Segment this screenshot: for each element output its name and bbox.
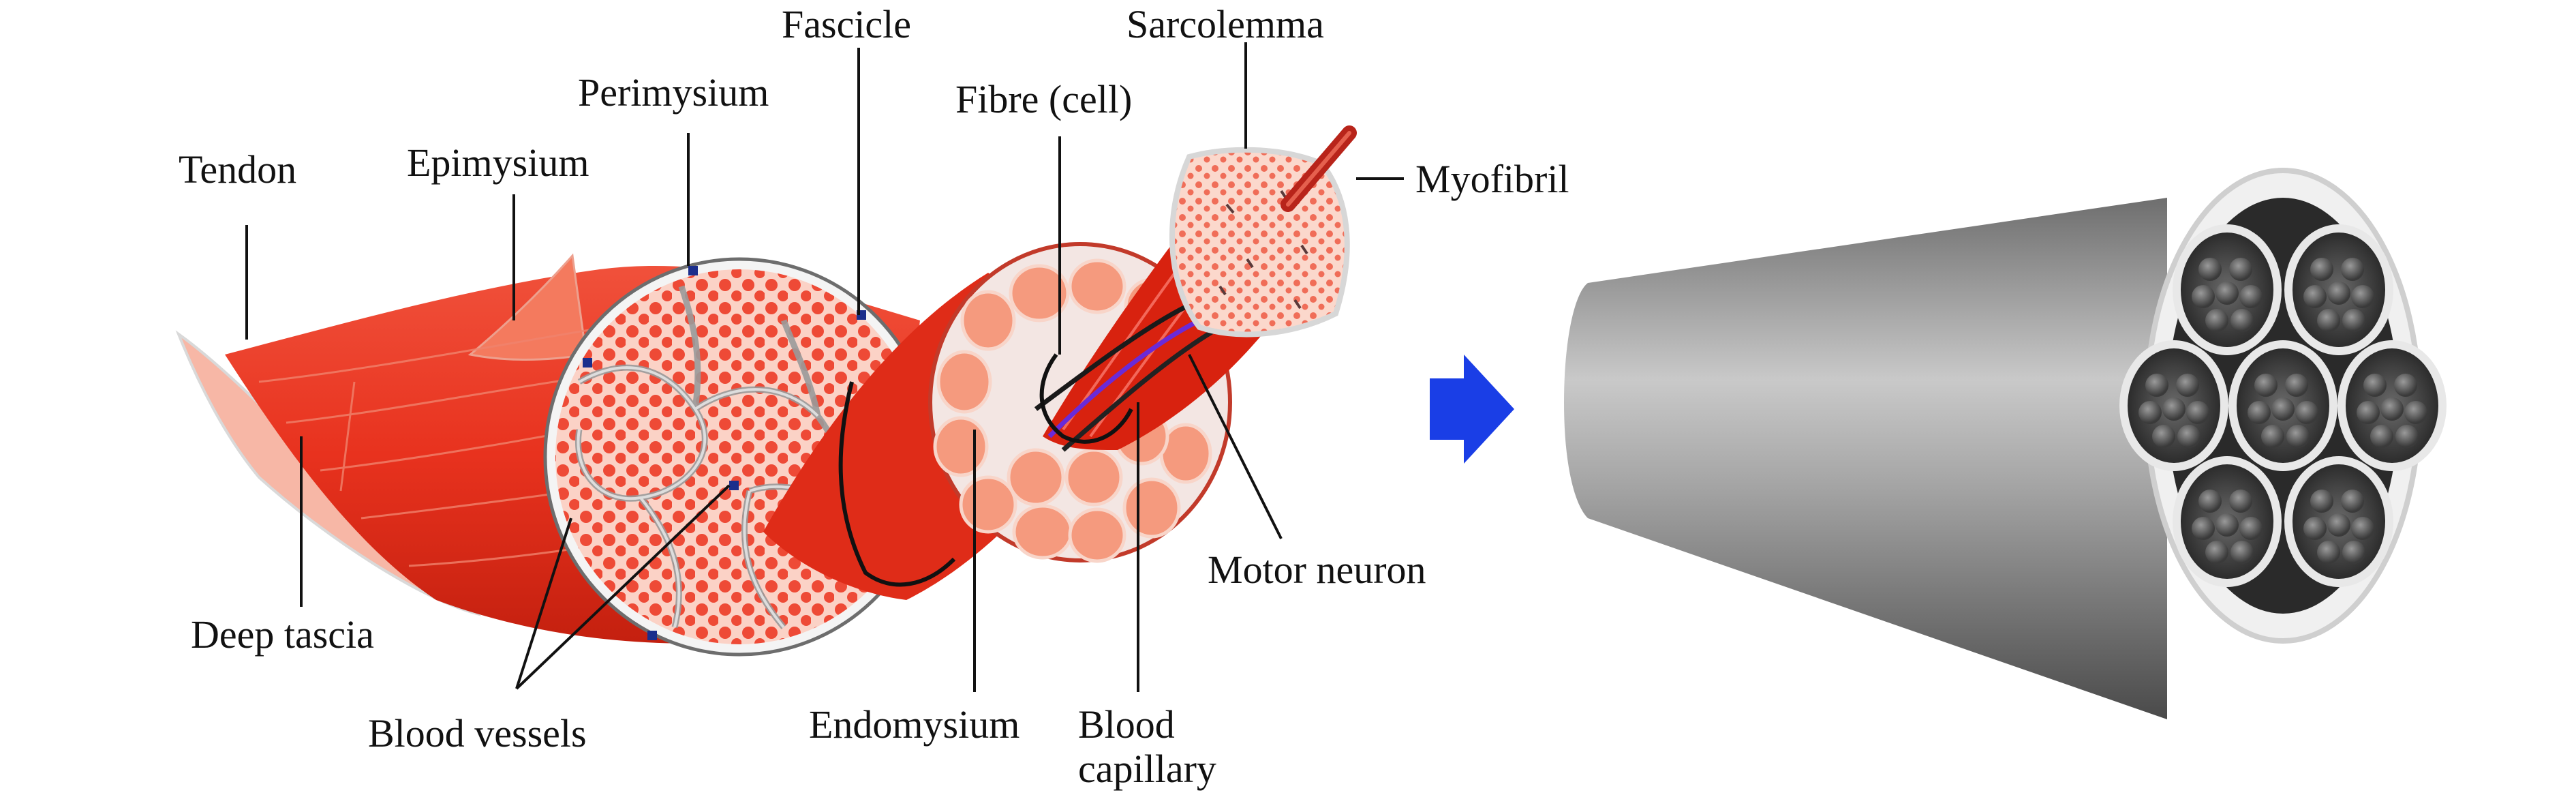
leader-blood-vessels-2	[515, 484, 731, 690]
muscle-illustration	[175, 125, 1357, 657]
label-deep-fascia: Deep tascia	[191, 612, 374, 657]
label-fibre: Fibre (cell)	[955, 77, 1132, 121]
motor-neuron-loops	[838, 353, 1133, 587]
label-endomysium: Endomysium	[809, 702, 1019, 747]
cable-bundle	[2228, 340, 2337, 471]
cable-model	[1564, 168, 2447, 719]
leader-blood-vessels-1	[515, 518, 572, 689]
epimysium-flap	[467, 253, 587, 361]
label-blood-capillary-line2: capillary	[1078, 747, 1216, 791]
label-fascicle: Fascicle	[782, 2, 911, 46]
label-blood-capillary-line1: Blood	[1078, 702, 1175, 747]
fibre-strands	[1034, 304, 1221, 452]
leader-motor-neuron	[1188, 354, 1283, 539]
label-sarcolemma: Sarcolemma	[1126, 2, 1324, 46]
label-perimysium: Perimysium	[578, 70, 769, 115]
label-motor-neuron: Motor neuron	[1208, 548, 1426, 592]
label-epimysium: Epimysium	[407, 140, 589, 185]
right-arrow-icon	[1430, 355, 1514, 464]
cable-bundle	[2119, 340, 2228, 471]
labels: Tendon Epimysium Perimysium Fascicle Fib…	[179, 2, 1569, 791]
leader-lines	[245, 42, 1404, 692]
perimysium-network-inner	[577, 366, 867, 629]
cable-bundle	[2173, 456, 2282, 587]
cable-bundle	[2284, 456, 2393, 587]
cable-bundle	[2173, 224, 2282, 355]
label-blood-vessels: Blood vessels	[368, 711, 587, 755]
cable-bundle	[2337, 340, 2447, 471]
label-myofibril: Myofibril	[1415, 157, 1569, 201]
label-tendon: Tendon	[179, 147, 296, 192]
myofibril-highlight	[1286, 131, 1351, 207]
cable-tube-body	[1564, 198, 2167, 719]
cable-bundle	[2284, 224, 2393, 355]
cable-bundles	[2119, 224, 2447, 587]
